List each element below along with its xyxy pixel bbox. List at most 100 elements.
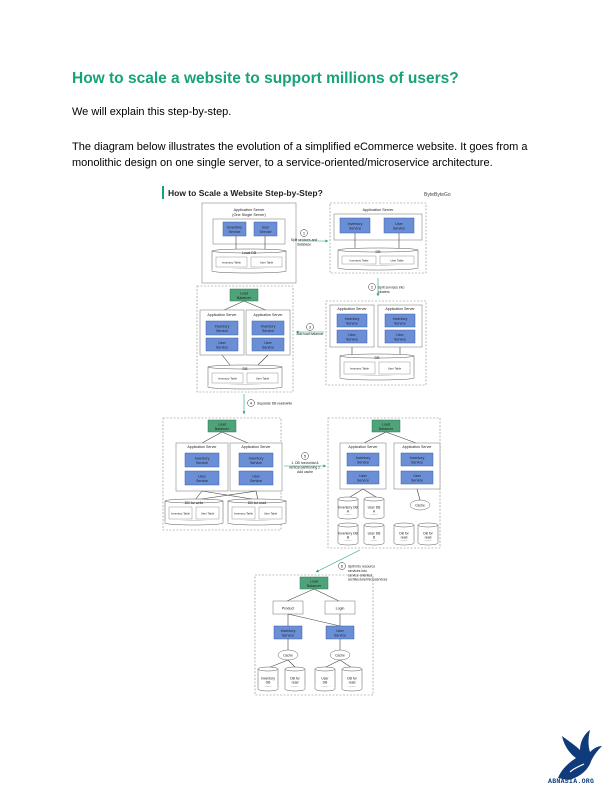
inventory-db-mask: [258, 687, 278, 689]
title-accent-bar: [162, 186, 164, 199]
db-for-write-mask: [165, 521, 223, 523]
panel-5-server-b-title: Application Server: [241, 445, 271, 449]
cache-label: Cache: [335, 654, 345, 658]
description-text: The diagram below illustrates the evolut…: [72, 141, 528, 169]
inventory-table-box: [341, 255, 377, 265]
step-text: architecture/microservices: [348, 578, 388, 582]
inventory-service-label: Service: [196, 461, 208, 465]
user-table-label: User Table: [201, 512, 215, 516]
db-for-read-label: DB for: [423, 532, 433, 536]
inventory-service-label: Service: [346, 322, 358, 326]
user-service-label: Service: [346, 338, 358, 342]
step-arrowhead: [323, 464, 326, 468]
inventory-table-box: [211, 372, 244, 384]
db-for-read-top: [341, 666, 363, 672]
db-for-read-top: [227, 498, 287, 504]
load-balancer-label: Balancer: [379, 427, 394, 431]
load-balancer-label: Load: [240, 292, 248, 296]
panel-3-server-a-title: Application Server: [337, 307, 367, 311]
user-service-label: Service: [196, 479, 208, 483]
inventory-table-label: Inventory Table: [234, 512, 253, 516]
diagram-title: How to Scale a Website Step-by-Step?: [168, 188, 323, 198]
connector: [221, 300, 245, 312]
inventory-service-label: Inventory: [348, 222, 363, 226]
panel-1-server-note: (One Single Server): [232, 213, 266, 217]
user-table-box: [379, 255, 415, 265]
db-for-read-mask: [394, 541, 414, 543]
user-service-label: Service: [262, 346, 274, 350]
step-text: Separate DB read/write: [257, 402, 292, 406]
db-for-read-top: [393, 522, 415, 528]
local-db-top: [211, 248, 287, 254]
load-balancer-label: Load: [218, 423, 226, 427]
inventory-service: [184, 452, 220, 468]
load-balancer-label: Balancer: [307, 584, 322, 588]
inventory-service-label: Inventory: [393, 317, 408, 321]
product-label: Product: [282, 607, 294, 611]
page-title: How to scale a website to support millio…: [72, 70, 459, 87]
user-table-box: [195, 506, 220, 520]
user-service-label: Service: [394, 338, 406, 342]
connector: [287, 659, 297, 669]
inventory-service-label: Inventory: [195, 457, 210, 461]
diagram-brand: ByteByteGo: [424, 192, 451, 198]
inventory-table-label: Inventory Table: [171, 512, 190, 516]
db-top: [337, 247, 419, 253]
db-for-read-mask: [228, 521, 286, 523]
connector: [255, 490, 259, 501]
user-db-label: User: [321, 677, 329, 681]
inventory-db-a-label: Inventory DB: [338, 506, 358, 510]
inventory-service-label: Inventory: [249, 457, 264, 461]
step-arrowhead: [296, 330, 299, 334]
load-balancer-label: Load: [310, 580, 318, 584]
connector: [194, 490, 257, 501]
inventory-service-label: Service: [411, 461, 423, 465]
inventory-service-label: Service: [216, 329, 228, 333]
connector: [363, 431, 387, 444]
user-service: [253, 221, 278, 237]
step-number: 4: [250, 400, 253, 405]
connector: [243, 300, 269, 312]
user-db-a-mask: [364, 515, 384, 517]
inventory-db-a-mask: [338, 515, 358, 517]
db-top: [339, 353, 415, 359]
local-db-title: Local DB: [242, 251, 257, 255]
step-arrow: [315, 549, 361, 573]
db-for-read-label: DB for: [399, 532, 409, 536]
load-balancer-label: Balancer: [215, 427, 230, 431]
intro-text: We will explain this step-by-step.: [72, 106, 232, 118]
user-table-label: User Table: [264, 512, 278, 516]
inventory-db-a-label: A: [347, 510, 350, 514]
user-service-label: Service: [393, 227, 405, 231]
inventory-service: [238, 452, 274, 468]
panel-2-server-title: Application Server: [363, 208, 395, 212]
user-service-label: User: [348, 333, 356, 337]
step-number: 5: [304, 453, 307, 458]
user-table-label: User Table: [256, 377, 270, 381]
connector: [194, 490, 203, 501]
step-number-circle: [300, 229, 308, 237]
user-table-label: User Table: [390, 259, 404, 263]
local-db-mask: [212, 269, 286, 271]
user-db-a-top: [363, 496, 385, 502]
db-mask: [338, 266, 418, 268]
inventory-service-label: Inventory: [261, 325, 276, 329]
db-for-read-label: DB for: [347, 677, 357, 681]
inventory-service-label: Service: [229, 230, 241, 234]
step-number-circle: [306, 323, 314, 331]
db-top: [207, 364, 283, 370]
inventory-db-label: Inventory: [261, 677, 275, 681]
step-text: vertical partitioning 2.: [289, 465, 321, 469]
inventory-service: [346, 452, 380, 467]
user-table-box: [246, 372, 279, 384]
connector: [267, 659, 289, 669]
step-text: Split services and: [291, 238, 318, 242]
user-service-label: User: [262, 226, 270, 230]
inventory-table-label: Inventory Table: [218, 377, 237, 381]
inventory-db-label: DB: [266, 681, 271, 685]
login-label: Login: [336, 607, 345, 611]
inventory-table-box: [168, 506, 193, 520]
db-title: DB: [376, 250, 382, 254]
db-for-read-mask: [418, 541, 438, 543]
